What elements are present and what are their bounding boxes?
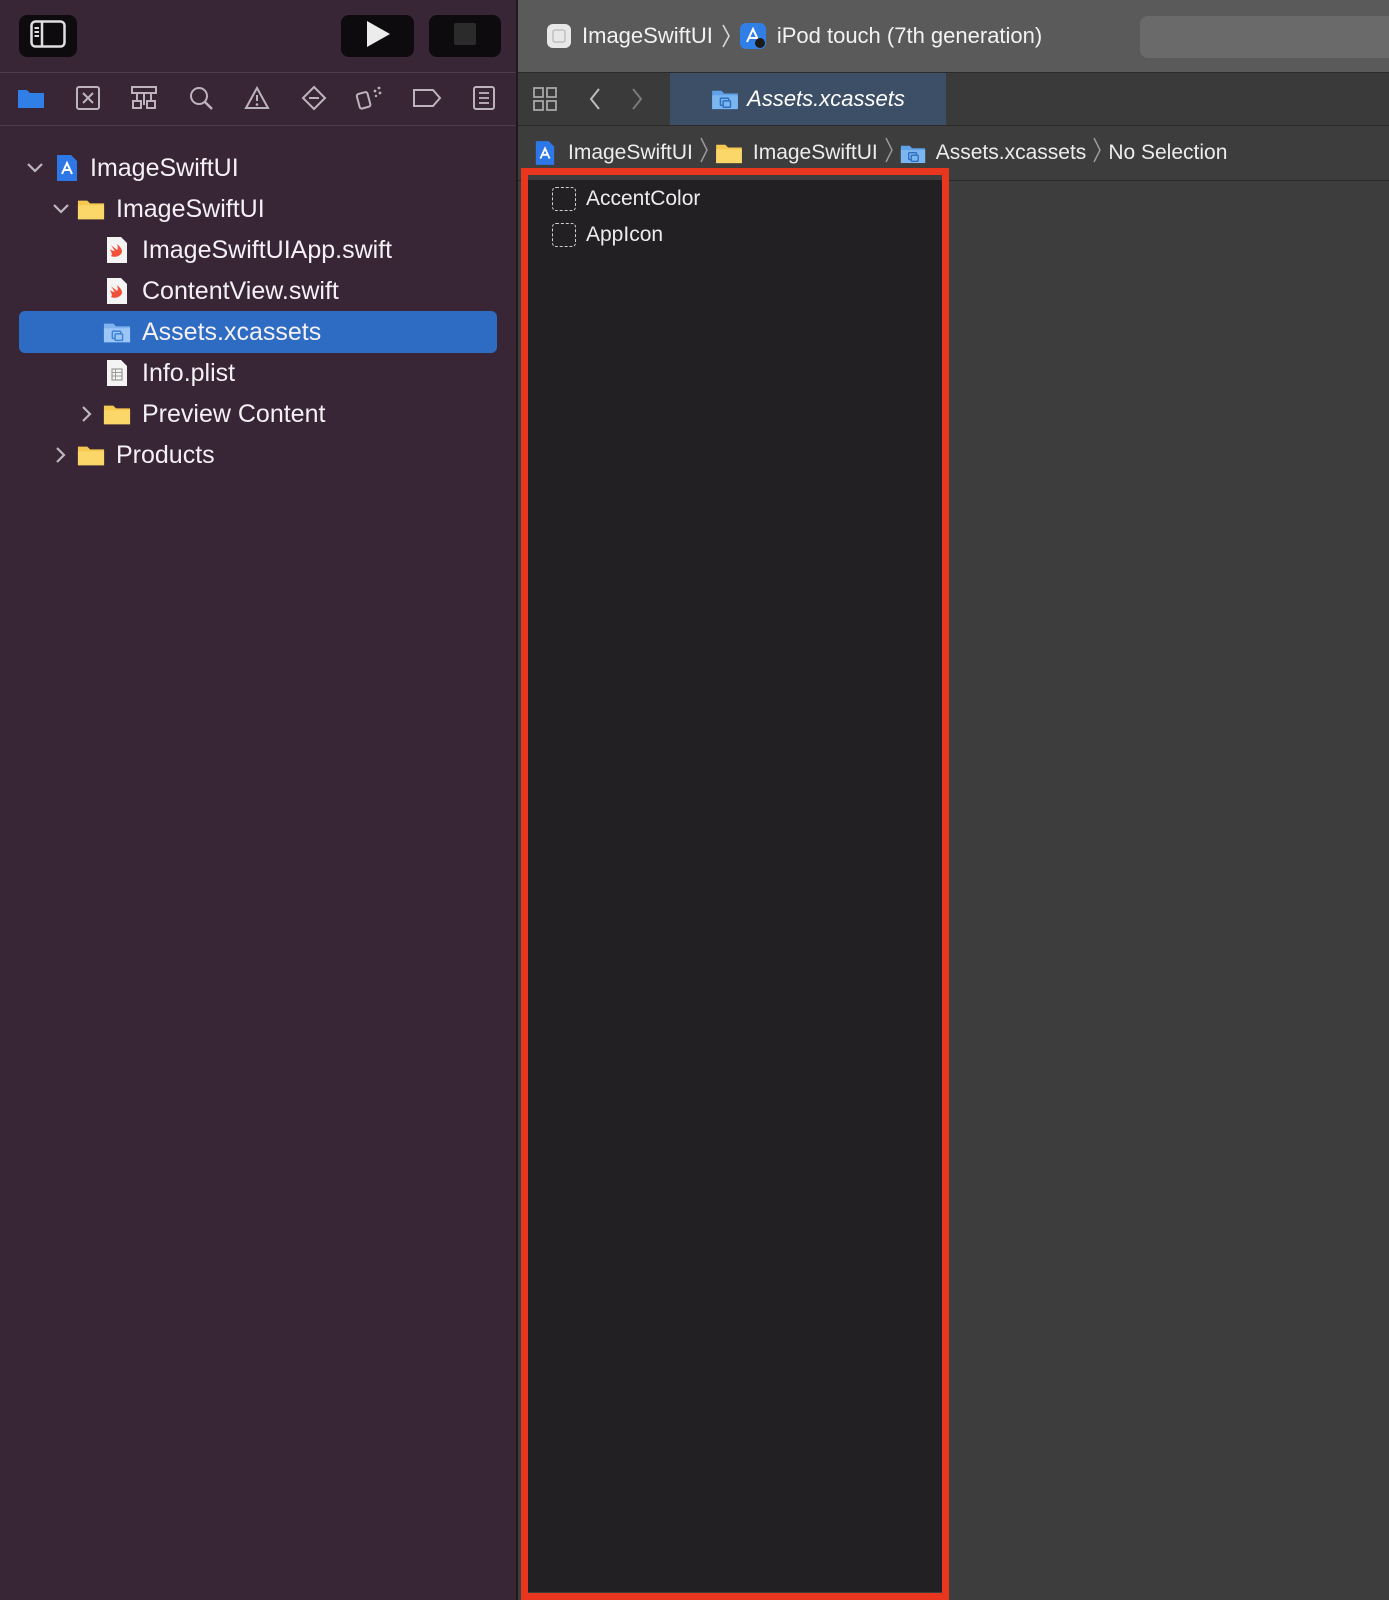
chevron-right-icon[interactable]: [52, 446, 70, 464]
asset-label: AppIcon: [586, 223, 664, 246]
symbol-navigator-button[interactable]: [129, 85, 159, 115]
stop-icon: [453, 22, 477, 51]
scheme-device-label: iPod touch (7th generation): [776, 23, 1043, 48]
asset-catalog-icon: [900, 143, 926, 164]
breadcrumb-project[interactable]: ImageSwiftUI: [534, 140, 693, 166]
asset-item-app-icon[interactable]: AppIcon: [552, 220, 663, 250]
jump-bar: ImageSwiftUI ImageSwiftUI Assets.xcasset…: [518, 126, 1389, 181]
tree-item-group[interactable]: Products: [19, 434, 497, 476]
asset-label: AccentColor: [586, 187, 701, 210]
tab-label: Assets.xcassets: [747, 86, 905, 111]
chevron-right-icon[interactable]: [78, 405, 96, 423]
scheme-project-label: ImageSwiftUI: [582, 23, 713, 48]
breadcrumb-label: ImageSwiftUI: [568, 141, 693, 164]
tree-item-label: ContentView.swift: [142, 276, 339, 305]
stop-button[interactable]: [429, 15, 501, 57]
swift-file-icon: [103, 277, 131, 305]
navigator-sidebar: ImageSwiftUI ImageSwiftUI ImageSwiftUIAp…: [0, 0, 516, 1600]
folder-icon: [77, 195, 105, 223]
debug-navigator-button[interactable]: [355, 85, 385, 115]
breakpoint-icon: [412, 87, 442, 114]
find-navigator-button[interactable]: [186, 85, 216, 115]
chevron-down-icon[interactable]: [26, 159, 44, 177]
report-navigator-button[interactable]: [469, 85, 499, 115]
chevron-down-icon[interactable]: [52, 200, 70, 218]
breadcrumb-label: ImageSwiftUI: [752, 141, 878, 164]
sidebar-toggle-button[interactable]: [19, 15, 77, 57]
search-icon: [188, 85, 214, 116]
breadcrumb-selection[interactable]: No Selection: [1108, 141, 1227, 165]
test-icon: [301, 85, 327, 116]
scheme-selector[interactable]: ImageSwiftUI iPod touch (7th generation): [546, 18, 1042, 54]
activity-viewer: [1140, 16, 1389, 58]
plist-file-icon: [103, 359, 131, 387]
back-chevron-icon[interactable]: [588, 87, 602, 111]
hierarchy-icon: [130, 85, 158, 116]
tree-item-label: Preview Content: [142, 399, 326, 428]
xcode-project-icon: [534, 140, 556, 166]
debug-icon: [355, 85, 385, 116]
navigator-selector-bar: [0, 73, 516, 126]
forward-chevron-icon[interactable]: [630, 87, 644, 111]
chevron-right-icon: [721, 23, 731, 49]
issue-navigator-button[interactable]: [242, 85, 272, 115]
split-divider[interactable]: [516, 0, 518, 1600]
asset-list: AccentColor AppIcon: [528, 180, 942, 1592]
project-navigator-button[interactable]: [16, 85, 46, 115]
asset-placeholder-icon: [552, 223, 576, 247]
source-control-navigator-button[interactable]: [73, 85, 103, 115]
breakpoint-navigator-button[interactable]: [412, 85, 442, 115]
breadcrumb-label: No Selection: [1108, 141, 1228, 164]
xcode-project-icon: [53, 154, 81, 182]
tree-item-file-selected[interactable]: Assets.xcassets: [19, 311, 497, 353]
tree-item-group[interactable]: ImageSwiftUI: [19, 188, 497, 230]
sidebar-toolbar: [0, 0, 516, 73]
grid-icon[interactable]: [532, 86, 558, 112]
chevron-right-icon: [1092, 136, 1102, 171]
report-icon: [472, 85, 496, 116]
chevron-right-icon: [699, 136, 709, 171]
tree-item-file[interactable]: Info.plist: [19, 352, 497, 394]
folder-icon: [17, 87, 45, 114]
folder-icon: [715, 142, 743, 164]
tab-assets[interactable]: Assets.xcassets: [670, 73, 946, 125]
breadcrumb-group[interactable]: ImageSwiftUI: [715, 141, 878, 165]
asset-item-accent-color[interactable]: AccentColor: [552, 184, 700, 214]
breadcrumb-file[interactable]: Assets.xcassets: [900, 141, 1087, 165]
swift-file-icon: [103, 236, 131, 264]
tree-item-label: Info.plist: [142, 358, 236, 387]
source-control-icon: [75, 85, 101, 116]
toolbar: ImageSwiftUI iPod touch (7th generation): [518, 0, 1389, 73]
test-navigator-button[interactable]: [299, 85, 329, 115]
app-target-icon: [546, 23, 572, 49]
run-button[interactable]: [341, 15, 414, 57]
asset-placeholder-icon: [552, 187, 576, 211]
chevron-right-icon: [884, 136, 894, 171]
tree-item-label: Assets.xcassets: [142, 317, 322, 346]
warning-icon: [244, 85, 270, 115]
sidebar-toggle-icon: [30, 19, 66, 53]
play-icon: [365, 20, 391, 53]
simulator-icon: [739, 22, 767, 50]
tree-item-label: Products: [116, 440, 215, 469]
folder-icon: [103, 400, 131, 428]
breadcrumb-label: Assets.xcassets: [935, 141, 1087, 164]
asset-catalog-icon: [103, 318, 131, 346]
tree-item-group[interactable]: Preview Content: [19, 393, 497, 435]
tree-item-label: ImageSwiftUI: [116, 194, 265, 223]
tree-item-file[interactable]: ContentView.swift: [19, 270, 497, 312]
tab-bar: Assets.xcassets: [518, 73, 1389, 126]
asset-catalog-icon: [711, 88, 739, 110]
folder-icon: [77, 441, 105, 469]
tree-item-label: ImageSwiftUIApp.swift: [142, 235, 393, 264]
tree-item-project[interactable]: ImageSwiftUI: [19, 147, 497, 189]
tree-item-label: ImageSwiftUI: [90, 153, 239, 182]
tree-item-file[interactable]: ImageSwiftUIApp.swift: [19, 229, 497, 271]
